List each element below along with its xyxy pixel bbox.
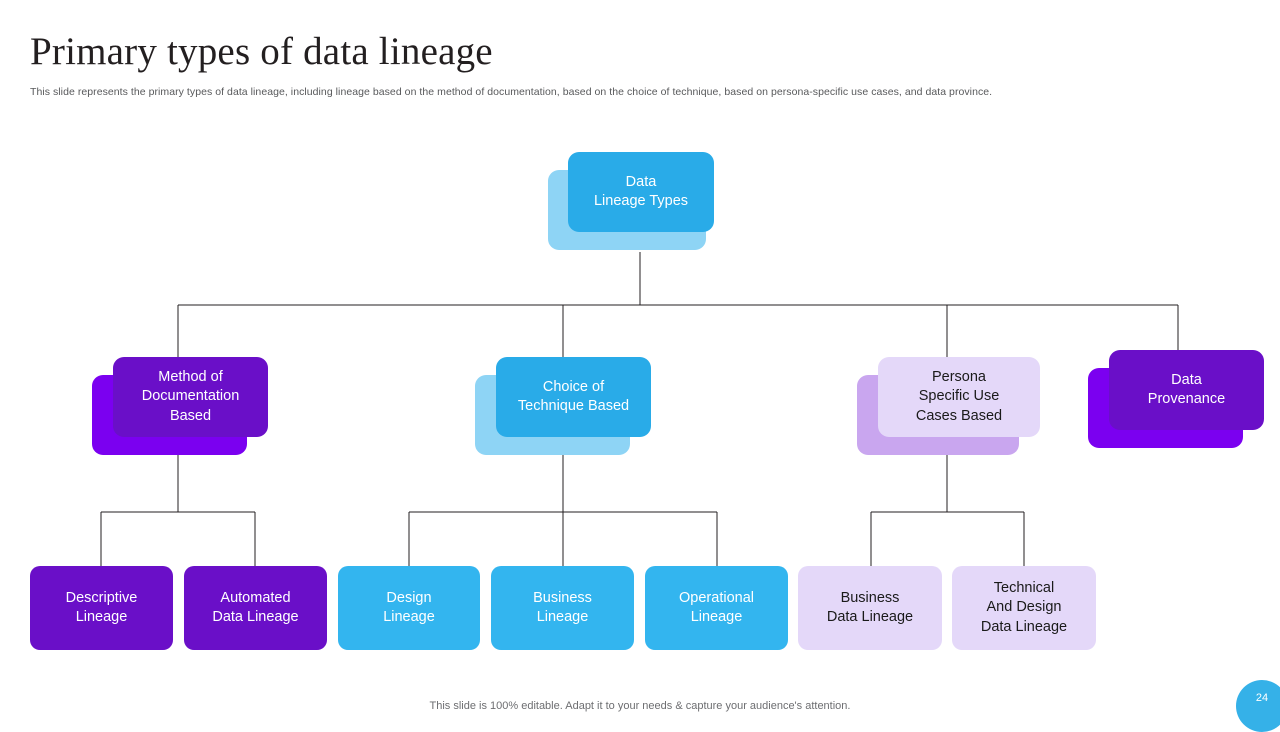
node-operational-lineage[interactable]: Operational Lineage <box>645 566 788 650</box>
node-front-card: Persona Specific Use Cases Based <box>878 357 1040 437</box>
node-front-card: Data Lineage Types <box>568 152 714 232</box>
node-automated-data-lineage[interactable]: Automated Data Lineage <box>184 566 327 650</box>
node-business-lineage[interactable]: Business Lineage <box>491 566 634 650</box>
node-front-card: Business Data Lineage <box>798 566 942 650</box>
footer-note: This slide is 100% editable. Adapt it to… <box>429 700 851 712</box>
node-data-provenance[interactable]: Data Provenance <box>1088 350 1264 448</box>
node-data-lineage-types[interactable]: Data Lineage Types <box>548 152 714 250</box>
node-front-card: Data Provenance <box>1109 350 1264 430</box>
node-label: Automated Data Lineage <box>212 589 299 625</box>
node-label: Method of Documentation Based <box>141 369 240 424</box>
node-front-card: Automated Data Lineage <box>184 566 327 650</box>
node-label: Data Provenance <box>1147 371 1226 407</box>
node-front-card: Business Lineage <box>491 566 634 650</box>
node-label: Operational Lineage <box>679 589 754 625</box>
node-front-card: Technical And Design Data Lineage <box>952 566 1096 650</box>
node-front-card: Descriptive Lineage <box>30 566 173 650</box>
page-title: Primary types of data lineage <box>30 30 493 73</box>
node-method-of-documentation-based[interactable]: Method of Documentation Based <box>92 357 268 455</box>
node-front-card: Method of Documentation Based <box>113 357 268 437</box>
node-label: Data Lineage Types <box>593 173 689 209</box>
node-label: Technical And Design Data Lineage <box>980 580 1068 635</box>
node-front-card: Operational Lineage <box>645 566 788 650</box>
page-number-badge: 24 <box>1236 680 1280 732</box>
node-persona-specific-use-cases-based[interactable]: Persona Specific Use Cases Based <box>857 357 1040 455</box>
node-label: Persona Specific Use Cases Based <box>915 369 1003 424</box>
node-choice-of-technique-based[interactable]: Choice of Technique Based <box>475 357 651 455</box>
node-label: Business Data Lineage <box>826 589 914 625</box>
node-design-lineage[interactable]: Design Lineage <box>338 566 480 650</box>
node-label: Business Lineage <box>533 589 592 625</box>
node-label: Design Lineage <box>383 589 435 625</box>
node-label: Descriptive Lineage <box>65 589 138 625</box>
node-descriptive-lineage[interactable]: Descriptive Lineage <box>30 566 173 650</box>
node-label: Choice of Technique Based <box>517 378 630 414</box>
node-business-data-lineage[interactable]: Business Data Lineage <box>798 566 942 650</box>
node-technical-and-design-data-lineage[interactable]: Technical And Design Data Lineage <box>952 566 1096 650</box>
node-front-card: Choice of Technique Based <box>496 357 651 437</box>
node-front-card: Design Lineage <box>338 566 480 650</box>
page-subtitle: This slide represents the primary types … <box>30 86 993 98</box>
